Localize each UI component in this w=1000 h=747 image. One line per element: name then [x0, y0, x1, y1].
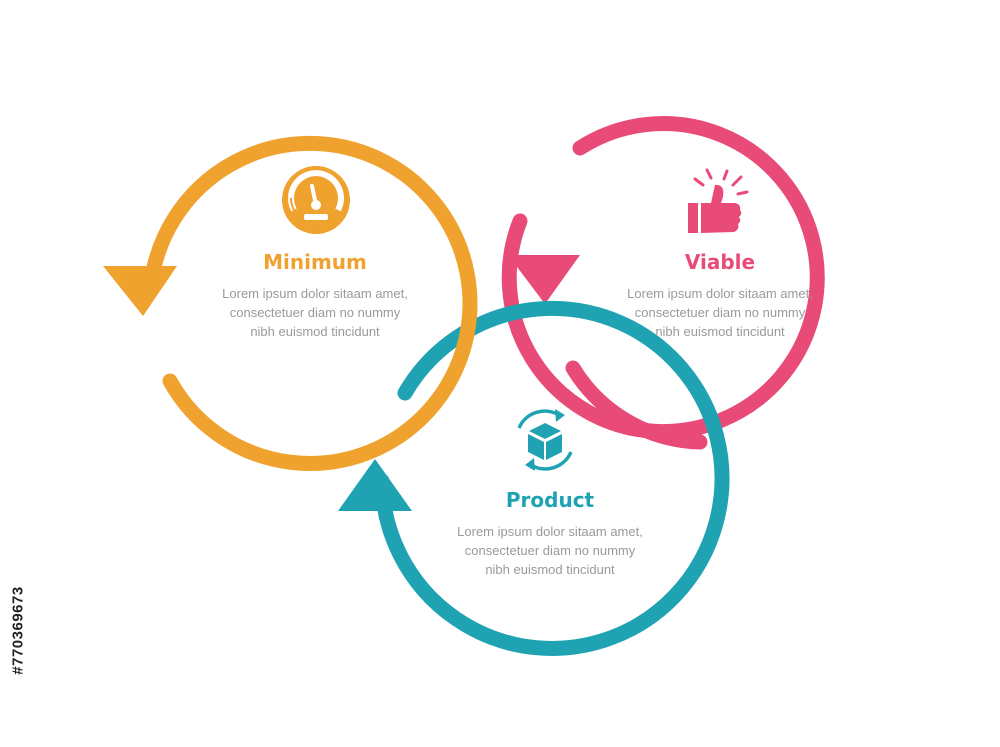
viable-title: Viable: [684, 250, 756, 274]
product-desc-line-3: nibh euismod tincidunt: [485, 562, 615, 577]
minimum-title: Minimum: [263, 250, 367, 274]
viable-ring-overlap: [565, 360, 708, 450]
stock-id-label: #770369673: [3, 520, 33, 740]
minimum-desc-line-2: consectetuer diam no nummy: [229, 305, 401, 320]
minimum-arrowhead: [103, 266, 177, 316]
minimum-desc-line-1: Lorem ipsum dolor sitaam amet,: [222, 286, 408, 301]
viable-desc-line-1: Lorem ipsum dolor sitaam amet,: [627, 286, 813, 301]
viable-description: Lorem ipsum dolor sitaam amet, consectet…: [600, 284, 840, 341]
product-description: Lorem ipsum dolor sitaam amet, consectet…: [430, 522, 670, 579]
product-title: Product: [505, 488, 595, 512]
viable-arrowhead: [508, 255, 580, 304]
product-arrowhead: [338, 459, 412, 511]
viable-desc-line-2: consectetuer diam no nummy: [634, 305, 806, 320]
product-cycle-icon: [517, 409, 573, 471]
product-ring: [374, 300, 730, 656]
product-desc-line-2: consectetuer diam no nummy: [464, 543, 636, 558]
viable-desc-line-3: nibh euismod tincidunt: [655, 324, 785, 339]
thumbs-up-icon: [688, 168, 749, 233]
viable-ring: [501, 116, 825, 440]
stock-id-text: #770369673: [9, 585, 27, 675]
minimum-description: Lorem ipsum dolor sitaam amet, consectet…: [195, 284, 435, 341]
product-desc-line-1: Lorem ipsum dolor sitaam amet,: [457, 524, 643, 539]
minimum-desc-line-3: nibh euismod tincidunt: [250, 324, 380, 339]
speedometer-icon: [282, 166, 350, 234]
minimum-ring: [143, 135, 478, 471]
